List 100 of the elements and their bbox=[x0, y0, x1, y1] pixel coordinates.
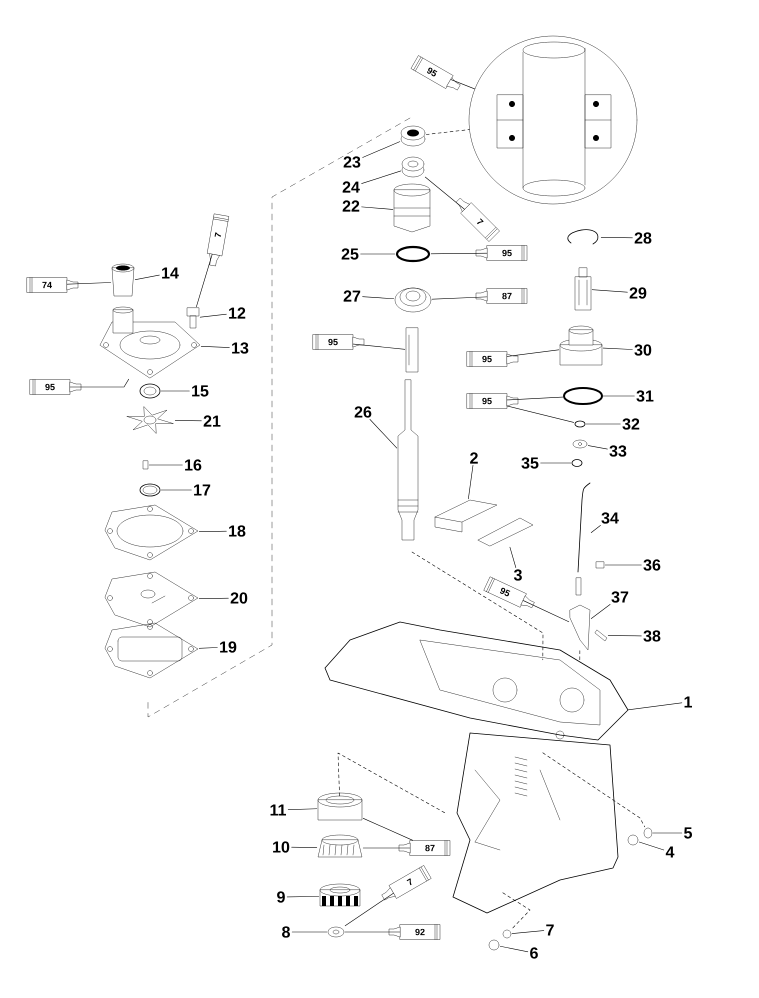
leader-line bbox=[600, 237, 633, 238]
leader-line bbox=[362, 141, 400, 158]
leader-line bbox=[344, 893, 394, 926]
dashed-leader-line bbox=[338, 752, 446, 814]
leader-line bbox=[506, 396, 564, 400]
callout-number: 1 bbox=[684, 696, 692, 708]
leader-line bbox=[540, 462, 572, 464]
callout-number: 7 bbox=[546, 924, 554, 936]
dashed-leader-line bbox=[412, 552, 544, 660]
sealant-tube: 95 bbox=[410, 55, 460, 90]
callout-number: 15 bbox=[192, 385, 208, 397]
leader-line bbox=[588, 445, 608, 450]
gearcase bbox=[324, 622, 628, 914]
bearing-housing bbox=[394, 184, 430, 232]
leader-line bbox=[523, 600, 570, 622]
pump-housing bbox=[100, 306, 200, 378]
callout-number: 38 bbox=[643, 630, 660, 642]
washer bbox=[572, 440, 588, 448]
callout-number: 33 bbox=[609, 445, 626, 457]
callout-number: 2 bbox=[470, 452, 478, 464]
callout-number: 11 bbox=[270, 804, 286, 816]
leader-line bbox=[450, 79, 476, 90]
leader-line bbox=[362, 818, 413, 841]
bolt bbox=[186, 308, 200, 328]
sealant-tube: 87 bbox=[476, 288, 528, 304]
dashed-leader-line bbox=[542, 752, 645, 828]
gasket bbox=[104, 504, 198, 560]
leader-line bbox=[70, 378, 130, 388]
o-ring bbox=[396, 246, 430, 262]
seal-ring bbox=[140, 484, 160, 496]
detail-inset-drawing bbox=[468, 36, 638, 204]
sealant-tube: 7 bbox=[456, 198, 500, 242]
seal-ring bbox=[140, 384, 160, 398]
leader-line bbox=[370, 419, 398, 448]
leader-line bbox=[200, 314, 227, 318]
sealant-tube: 95 bbox=[476, 245, 528, 261]
leader-line bbox=[198, 647, 218, 649]
nut bbox=[328, 926, 344, 938]
gasket bbox=[104, 622, 198, 678]
sealing-washer bbox=[644, 828, 652, 838]
callout-number: 8 bbox=[282, 926, 290, 938]
callout-number: 12 bbox=[229, 307, 246, 319]
screw bbox=[628, 834, 638, 846]
leader-line bbox=[291, 846, 318, 848]
pad bbox=[434, 500, 498, 532]
leader-line bbox=[288, 808, 318, 810]
callout-number: 30 bbox=[634, 344, 652, 356]
leader-line bbox=[196, 254, 212, 308]
sealant-tube: 95 bbox=[466, 393, 518, 409]
leader-line bbox=[506, 350, 560, 357]
leader-line bbox=[66, 282, 112, 284]
bearing bbox=[402, 156, 424, 178]
sealant-tube: 7 bbox=[382, 865, 432, 900]
leader-line bbox=[628, 702, 682, 710]
callout-number: 37 bbox=[611, 591, 628, 603]
bushing bbox=[112, 264, 134, 296]
leader-line bbox=[510, 546, 516, 568]
leader-line bbox=[352, 344, 406, 350]
callout-number: 34 bbox=[601, 512, 619, 524]
sealant-tube: 87 bbox=[398, 840, 450, 856]
shift-spool bbox=[574, 268, 592, 310]
leader-line bbox=[286, 896, 320, 898]
callout-number: 6 bbox=[530, 947, 538, 959]
plate bbox=[104, 572, 198, 628]
impeller bbox=[126, 406, 174, 434]
leader-line bbox=[361, 170, 402, 184]
leader-line bbox=[198, 598, 229, 599]
callout-number: 20 bbox=[230, 592, 248, 604]
seal bbox=[400, 126, 426, 146]
leader-line bbox=[602, 348, 633, 350]
callout-number: 26 bbox=[354, 406, 372, 418]
sealant-tube: 95 bbox=[30, 379, 82, 395]
leader-line bbox=[174, 420, 202, 422]
key bbox=[142, 460, 148, 470]
leader-line bbox=[361, 206, 394, 210]
callout-number: 29 bbox=[630, 287, 646, 299]
pinion-gear bbox=[320, 884, 360, 906]
leader-line bbox=[608, 635, 642, 636]
callout-number: 27 bbox=[344, 290, 360, 302]
shaft-piece bbox=[406, 328, 418, 372]
leader-line bbox=[500, 946, 528, 952]
leader-line bbox=[468, 465, 474, 500]
shift-rod bbox=[576, 482, 590, 596]
leader-line bbox=[148, 464, 183, 466]
callout-number: 25 bbox=[342, 248, 358, 260]
pin bbox=[596, 562, 604, 568]
o-ring bbox=[563, 387, 603, 405]
callout-number: 18 bbox=[229, 525, 246, 537]
drive-shaft bbox=[398, 380, 418, 540]
leader-line bbox=[362, 296, 394, 300]
sealing-washer bbox=[502, 930, 512, 938]
leader-line bbox=[430, 252, 488, 254]
shift-housing bbox=[560, 326, 602, 366]
dashed-leader-line bbox=[502, 892, 530, 930]
sealant-tube: 74 bbox=[26, 277, 78, 293]
sealant-tube: 95 bbox=[466, 351, 518, 367]
callout-number: 21 bbox=[204, 415, 220, 427]
callout-number: 9 bbox=[277, 891, 285, 903]
dashed-leader-line bbox=[426, 129, 470, 135]
leader-line bbox=[512, 930, 544, 934]
